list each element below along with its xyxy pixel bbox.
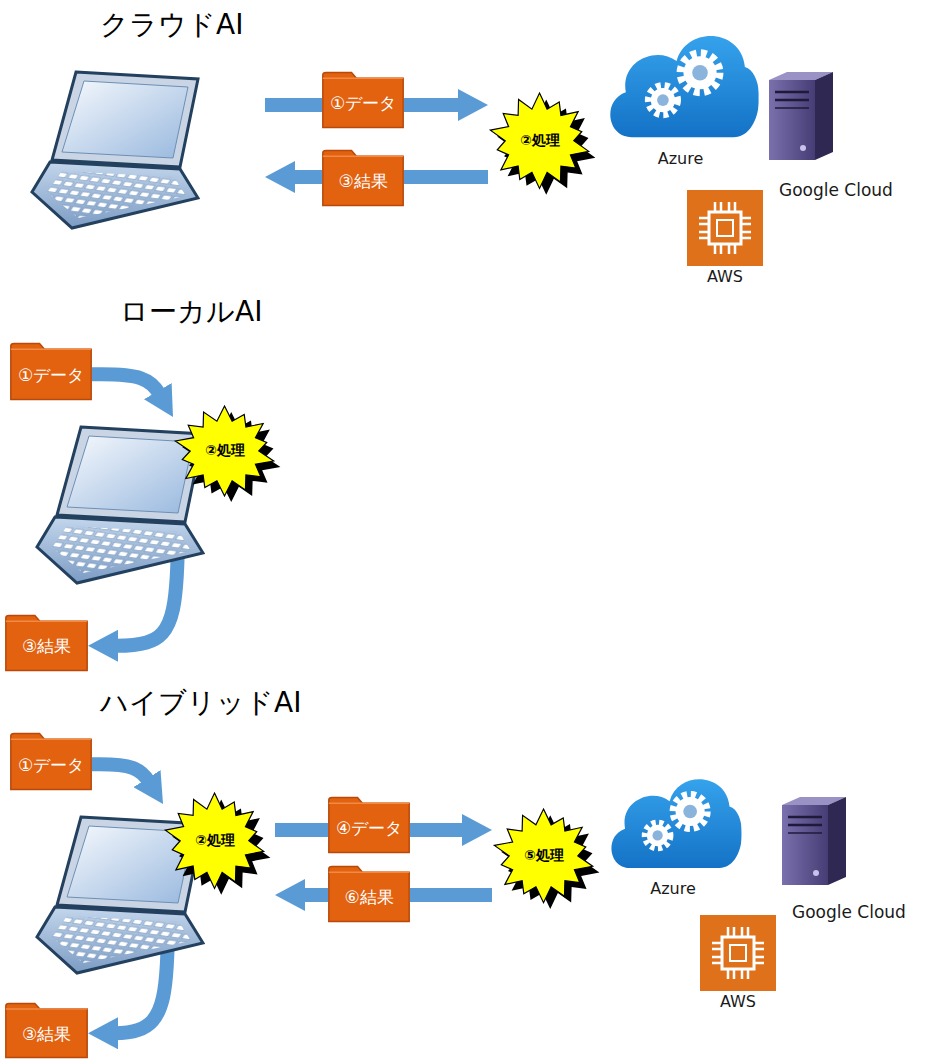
node-label: ③結果 [22, 635, 71, 658]
process-burst: ②処理 [173, 405, 285, 505]
section-title: ローカルAI [120, 293, 262, 331]
folder-box: ④データ [328, 797, 410, 853]
process-burst: ⑤処理 [492, 808, 604, 912]
node-label: ②処理 [195, 832, 235, 850]
server-icon: Google Cloud [765, 68, 915, 203]
node-label: AWS [707, 267, 743, 286]
node-label: AWS [720, 992, 756, 1011]
server-shape [778, 793, 850, 888]
node-label: ①データ [18, 754, 84, 777]
section-title: ハイブリッドAI [100, 684, 301, 722]
chip-icon: AWS [685, 188, 765, 288]
flow-arrow [410, 888, 492, 902]
flow-arrow [297, 888, 328, 902]
cloud-icon: Azure [592, 767, 754, 902]
node-label: ③結果 [338, 170, 387, 193]
node-label: ②処理 [205, 442, 245, 460]
folder-box: ③結果 [5, 1003, 88, 1058]
folder-box: ③結果 [5, 615, 88, 671]
cloud-shape [592, 767, 754, 874]
node-label: Google Cloud [779, 180, 893, 200]
node-label: Azure [650, 879, 696, 898]
section-title: クラウドAI [100, 6, 243, 44]
flow-arrow [404, 170, 488, 184]
laptop-illustration [37, 427, 203, 583]
node-label: ②処理 [520, 132, 560, 150]
flow-arrow [404, 98, 466, 112]
folder-box: ①データ [10, 733, 92, 790]
folder-box: ①データ [10, 343, 92, 400]
node-label: Azure [658, 149, 704, 168]
folder-box: ③結果 [322, 150, 404, 206]
process-burst: ②処理 [163, 792, 275, 898]
flow-line [265, 98, 322, 112]
process-burst: ②処理 [488, 92, 600, 198]
cloud-icon: Azure [598, 22, 763, 172]
flow-arrow [275, 823, 328, 837]
node-label: Google Cloud [792, 902, 906, 922]
cloud-shape [598, 22, 763, 144]
flow-arrow [92, 764, 151, 785]
flow-arrow [92, 374, 162, 398]
node-label: ①データ [330, 92, 396, 115]
node-label: ⑥結果 [344, 886, 393, 909]
flow-arrow [287, 170, 322, 184]
folder-box: ①データ [322, 72, 404, 128]
node-label: ⑤処理 [524, 847, 564, 865]
node-label: ④データ [336, 817, 402, 840]
title-text: ハイブリッドAI [100, 686, 301, 719]
chip-icon: AWS [698, 913, 778, 1013]
server-shape [765, 68, 837, 163]
title-text: クラウドAI [100, 8, 243, 41]
chip-shape [700, 915, 776, 991]
node-label: ③結果 [22, 1023, 71, 1046]
server-icon: Google Cloud [778, 793, 926, 925]
flow-arrow [410, 823, 470, 837]
chip-shape [687, 190, 763, 266]
node-label: ①データ [18, 364, 84, 387]
laptop-illustration [32, 72, 198, 228]
title-text: ローカルAI [120, 295, 262, 328]
folder-box: ⑥結果 [328, 866, 410, 922]
